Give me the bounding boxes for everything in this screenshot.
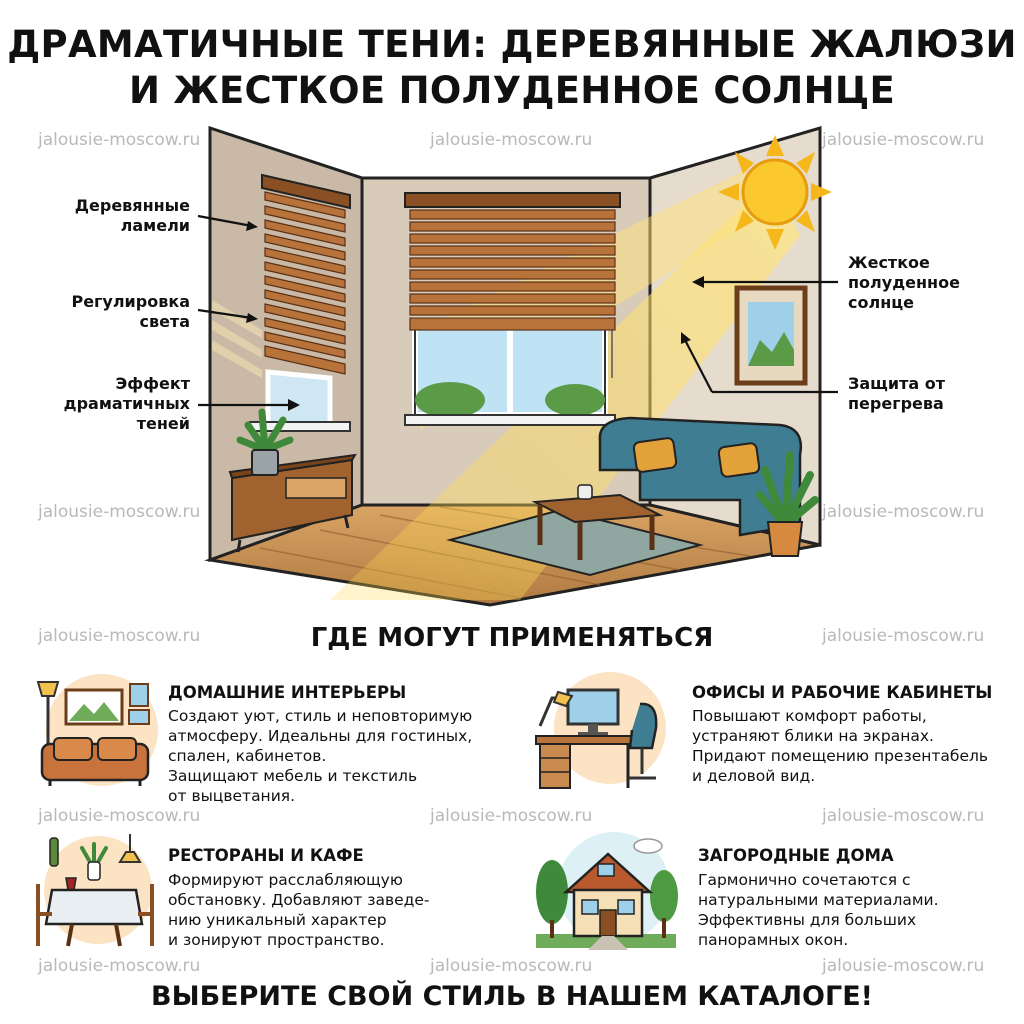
callout-text: солнце <box>848 293 914 312</box>
card-line: обстановку. Добавляют заведе- <box>168 891 430 909</box>
watermark: jalousie-moscow.ru <box>822 502 985 522</box>
callout-text: драматичных <box>63 394 190 413</box>
watermark: jalousie-moscow.ru <box>822 956 985 976</box>
callout-noon-sun: Жесткое полуденное солнце <box>848 253 1018 313</box>
card-text-office: Повышают комфорт работы, устраняют блики… <box>692 706 1012 786</box>
country-house-icon <box>536 832 678 950</box>
title-line-2: И ЖЕСТКОЕ ПОЛУДЕННОЕ СОЛНЦЕ <box>128 69 896 112</box>
restaurant-table-icon <box>36 834 154 947</box>
sun-icon <box>718 135 832 250</box>
callout-text: перегрева <box>848 394 944 413</box>
card-line: атмосферу. Идеальны для гостиных, <box>168 727 473 745</box>
left-blinds-headrail <box>261 173 351 210</box>
living-room-icon <box>36 674 158 786</box>
back-blinds-slats <box>409 209 616 331</box>
callout-wooden-slats: Деревянные ламели <box>40 196 190 236</box>
card-text-home: Создают уют, стиль и неповторимую атмосф… <box>168 706 508 806</box>
card-line: и зонируют пространство. <box>168 931 385 949</box>
card-line: Формируют расслабляющую <box>168 871 403 889</box>
section-title: ГДЕ МОГУТ ПРИМЕНЯТЬСЯ <box>310 623 714 653</box>
plant-right <box>756 451 819 529</box>
card-line: нию уникальный характер <box>168 911 387 929</box>
room-illustration <box>197 125 838 607</box>
watermark: jalousie-moscow.ru <box>430 956 593 976</box>
card-line: Придают помещению презентабель <box>692 747 989 765</box>
card-title-country-houses: ЗАГОРОДНЫЕ ДОМА <box>698 846 894 865</box>
card-title-home: ДОМАШНИЕ ИНТЕРЬЕРЫ <box>168 683 407 702</box>
card-line: панорамных окон. <box>698 931 849 949</box>
watermark: jalousie-moscow.ru <box>430 806 593 826</box>
card-title-office: ОФИСЫ И РАБОЧИЕ КАБИНЕТЫ <box>692 683 993 702</box>
callout-light-control: Регулировка света <box>40 292 190 332</box>
card-line: спален, кабинетов. <box>168 747 327 765</box>
watermark: jalousie-moscow.ru <box>822 806 985 826</box>
card-text-country-houses: Гармонично сочетаются с натуральными мат… <box>698 870 1008 950</box>
watermark: jalousie-moscow.ru <box>430 130 593 150</box>
watermark: jalousie-moscow.ru <box>822 626 985 646</box>
card-line: Создают уют, стиль и неповторимую <box>168 707 473 725</box>
plant-left <box>236 408 294 454</box>
watermark: jalousie-moscow.ru <box>38 626 201 646</box>
title-line-1: ДРАМАТИЧНЫЕ ТЕНИ: ДЕРЕВЯННЫЕ ЖАЛЮЗИ <box>7 23 1017 66</box>
card-line: Эффективны для больших <box>698 911 917 929</box>
callout-overheat-protection: Защита от перегрева <box>848 374 1018 414</box>
callout-text: Защита от <box>848 374 945 393</box>
card-line: Гармонично сочетаются с <box>698 871 911 889</box>
rug <box>446 508 704 577</box>
callout-text: теней <box>136 414 190 433</box>
callout-text: ламели <box>120 216 190 235</box>
office-desk-icon <box>535 672 666 789</box>
callout-text: Жесткое <box>848 253 930 272</box>
watermark: jalousie-moscow.ru <box>38 130 201 150</box>
card-line: устраняют блики на экранах. <box>692 727 934 745</box>
callout-text: света <box>139 312 190 331</box>
card-line: Защищают мебель и текстиль <box>168 767 418 785</box>
card-text-restaurants: Формируют расслабляющую обстановку. Доба… <box>168 870 488 950</box>
page-title: ДРАМАТИЧНЫЕ ТЕНИ: ДЕРЕВЯННЫЕ ЖАЛЮЗИ И ЖЕ… <box>0 22 1024 114</box>
back-blinds-headrail <box>404 192 621 208</box>
card-title-restaurants: РЕСТОРАНЫ И КАФЕ <box>168 846 364 865</box>
card-line: и деловой вид. <box>692 767 816 785</box>
card-line: натуральными материалами. <box>698 891 939 909</box>
callout-dramatic-shadows: Эффект драматичных теней <box>40 374 190 434</box>
card-line: от выцветания. <box>168 787 296 805</box>
callout-text: Деревянные <box>74 196 190 215</box>
card-line: Повышают комфорт работы, <box>692 707 927 725</box>
catalog-cta[interactable]: ВЫБЕРИТЕ СВОЙ СТИЛЬ В НАШЕМ КАТАЛОГЕ! <box>151 981 873 1012</box>
watermark: jalousie-moscow.ru <box>38 806 201 826</box>
callout-text: полуденное <box>848 273 960 292</box>
callout-text: Эффект <box>115 374 190 393</box>
watermark: jalousie-moscow.ru <box>38 502 201 522</box>
watermark: jalousie-moscow.ru <box>38 956 201 976</box>
watermark: jalousie-moscow.ru <box>822 130 985 150</box>
left-blinds-slats <box>264 191 346 375</box>
callout-text: Регулировка <box>71 292 190 311</box>
